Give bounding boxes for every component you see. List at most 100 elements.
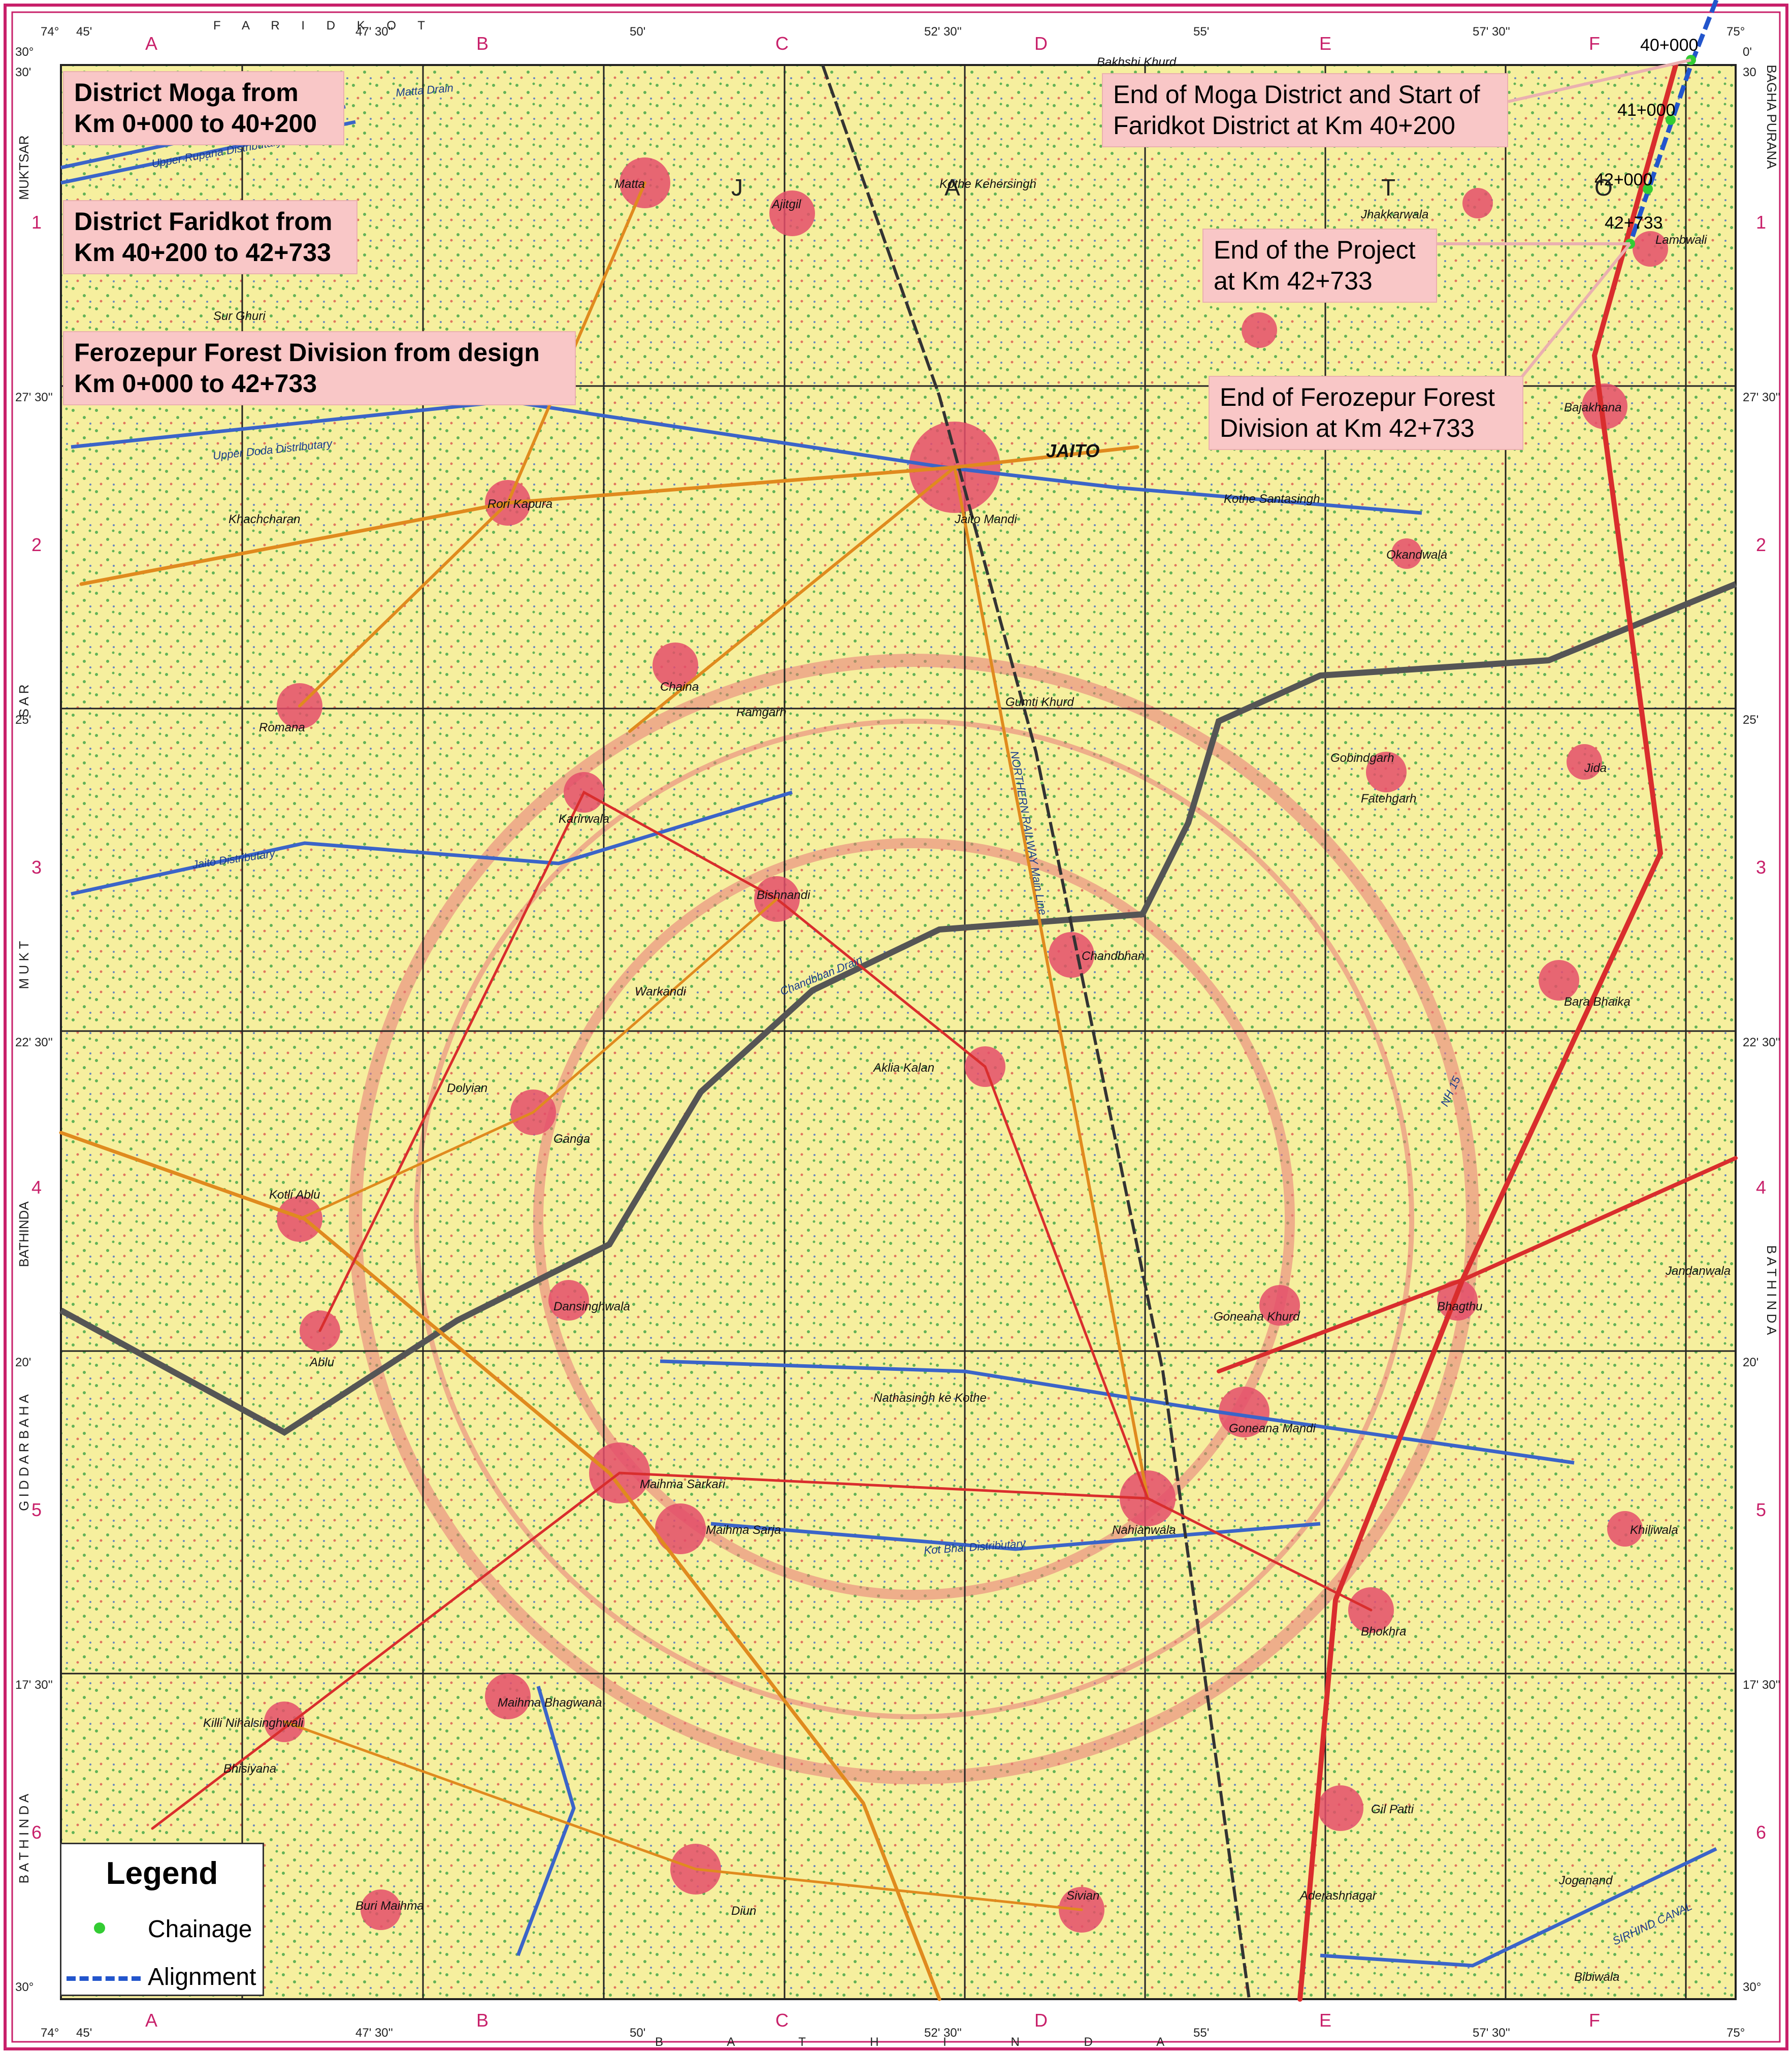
blue-dashed-line-icon (67, 1976, 141, 1981)
legend-label: Chainage (148, 1916, 252, 1943)
place-name: Lambwali (1655, 233, 1707, 247)
place-name: Fatehgarh (1361, 792, 1416, 806)
bottom-tick-label: 47' 30'' (355, 2026, 393, 2040)
place-name: Bibiwala (1574, 1970, 1619, 1984)
chainage-label: 42+000 (1594, 170, 1652, 189)
top-tick-label: 47' 30'' (355, 25, 393, 39)
place-name: Nahianwala (1112, 1523, 1176, 1537)
tehsil-letter: A (944, 174, 960, 201)
chainage-label: 42+733 (1605, 213, 1663, 233)
left-tick-label: 27' 30'' (15, 391, 53, 404)
place-name: Rori Kapura (487, 497, 552, 511)
tehsil-letter: T (1381, 174, 1395, 201)
grid-row-number: 4 (1756, 1177, 1766, 1198)
grid-row-number: 2 (1756, 534, 1766, 555)
place-name: Maihma Bhagwana (498, 1696, 602, 1710)
callout-line: Km 0+000 to 40+200 (74, 109, 317, 138)
right-side-name: BAGHA PURANA (1764, 65, 1779, 169)
place-name: Gobindgarh (1330, 751, 1394, 765)
bottom-tick-label: 75° (1726, 2026, 1745, 2040)
chainage-label: 41+000 (1617, 101, 1675, 120)
top-tick-label: 50' (630, 25, 645, 39)
grid-column-letter: D (1034, 33, 1048, 54)
grid-row-number: 3 (31, 857, 42, 878)
top-tick-label: 45' (76, 25, 92, 39)
callout-end-of-forest-division: End of Ferozepur Forest Division at Km 4… (1209, 376, 1523, 450)
place-name: Sur Ghuri (213, 309, 266, 323)
bottom-tick-label: 45' (76, 2026, 92, 2040)
place-name: Bara Bhaika (1564, 995, 1631, 1009)
place-name: Ablu (309, 1356, 334, 1369)
callout-district-faridkot: District Faridkot from Km 40+200 to 42+7… (63, 200, 357, 274)
legend-item-alignment: Alignment (61, 1959, 263, 1995)
right-tick-label: 0' (1743, 45, 1752, 59)
grid-row-number: 1 (1756, 212, 1766, 233)
grid-row-number: 6 (31, 1822, 42, 1843)
place-name: Kotli Ablu (269, 1188, 320, 1202)
left-side-name: S A R (16, 684, 31, 717)
bottom-tick-label: 50' (630, 2026, 645, 2040)
grid-column-letter: A (145, 2010, 157, 2031)
grid-column-letter: F (1589, 2010, 1600, 2031)
callout-line: District Moga from (74, 78, 299, 107)
left-tick-label: 25' (15, 713, 31, 727)
railway (821, 65, 1251, 2000)
place-name: Bhagthu (1437, 1300, 1482, 1313)
watermark-seal (349, 654, 1479, 1784)
callout-line: Division at Km 42+733 (1220, 414, 1475, 442)
callout-line: District Faridkot from (74, 207, 333, 236)
callout-forest-division: Ferozepur Forest Division from design Km… (63, 331, 576, 405)
place-name: JAITO (1046, 440, 1099, 461)
bottom-tick-label: 52' 30'' (924, 2026, 962, 2040)
bottom-side-name: B A T H I N D A (655, 2035, 1195, 2049)
place-name: Joganand (1558, 1874, 1613, 1887)
place-name: Chaina (660, 680, 699, 694)
callout-end-moga-start-faridkot: End of Moga District and Start of Faridk… (1102, 73, 1508, 147)
callout-line: at Km 42+733 (1214, 267, 1373, 295)
bottom-tick-label: 55' (1193, 2026, 1209, 2040)
grid-column-letter: E (1319, 2010, 1331, 2031)
place-name: Dansinghwala (553, 1300, 630, 1313)
place-name: Ajitgil (771, 198, 801, 211)
place-name: Nathasingh ke Kothe (873, 1391, 987, 1405)
place-name: Bhokhra (1361, 1625, 1406, 1639)
top-tick-label: 52' 30'' (924, 25, 962, 39)
grid-row-number: 4 (31, 1177, 42, 1198)
grid-row-number: 3 (1756, 857, 1766, 878)
place-name: Matta (614, 177, 645, 191)
grid-column-letter: E (1319, 33, 1331, 54)
left-side-name: MUKTSAR (16, 135, 31, 200)
left-tick-label: 30° (15, 1980, 34, 1994)
place-name: Chandbhan (1082, 949, 1145, 963)
right-tick-label: 25' (1743, 713, 1758, 727)
place-name: Okandwala (1386, 548, 1447, 562)
grid-column-letter: A (145, 33, 157, 54)
drains (59, 581, 1737, 1436)
place-name: Sivian (1066, 1889, 1099, 1903)
grid-row-number: 5 (31, 1499, 42, 1520)
legend-item-chainage: Chainage (61, 1911, 263, 1947)
place-name: Bakhshi Khurd (1097, 55, 1177, 69)
place-name: Khachcharan (229, 512, 300, 526)
place-name: Romana (259, 721, 305, 734)
grid-column-letter: C (775, 33, 789, 54)
map-legend: Legend Chainage Alignment (60, 1843, 264, 1996)
place-name: Jaito Mandi (954, 512, 1017, 526)
top-side-name: F A R I D K O T (213, 19, 434, 33)
place-name: Aderashnagar (1299, 1889, 1377, 1903)
callout-line: End of Ferozepur Forest (1220, 383, 1495, 411)
legend-label: Alignment (148, 1964, 256, 1991)
place-name: Kothe Kehersingh (939, 177, 1036, 191)
place-name: Aklia Kalan (872, 1061, 934, 1075)
left-tick-label: 20' (15, 1356, 31, 1369)
place-name: Karirwala (559, 812, 609, 826)
left-side-name: G I D D A R B A H A (16, 1394, 31, 1511)
place-name: Ramgarh (736, 705, 787, 719)
roads (59, 62, 1738, 2002)
grid-column-letter: C (775, 2010, 789, 2031)
right-tick-label: 20' (1743, 1356, 1758, 1369)
right-tick-label: 22' 30'' (1743, 1036, 1780, 1049)
